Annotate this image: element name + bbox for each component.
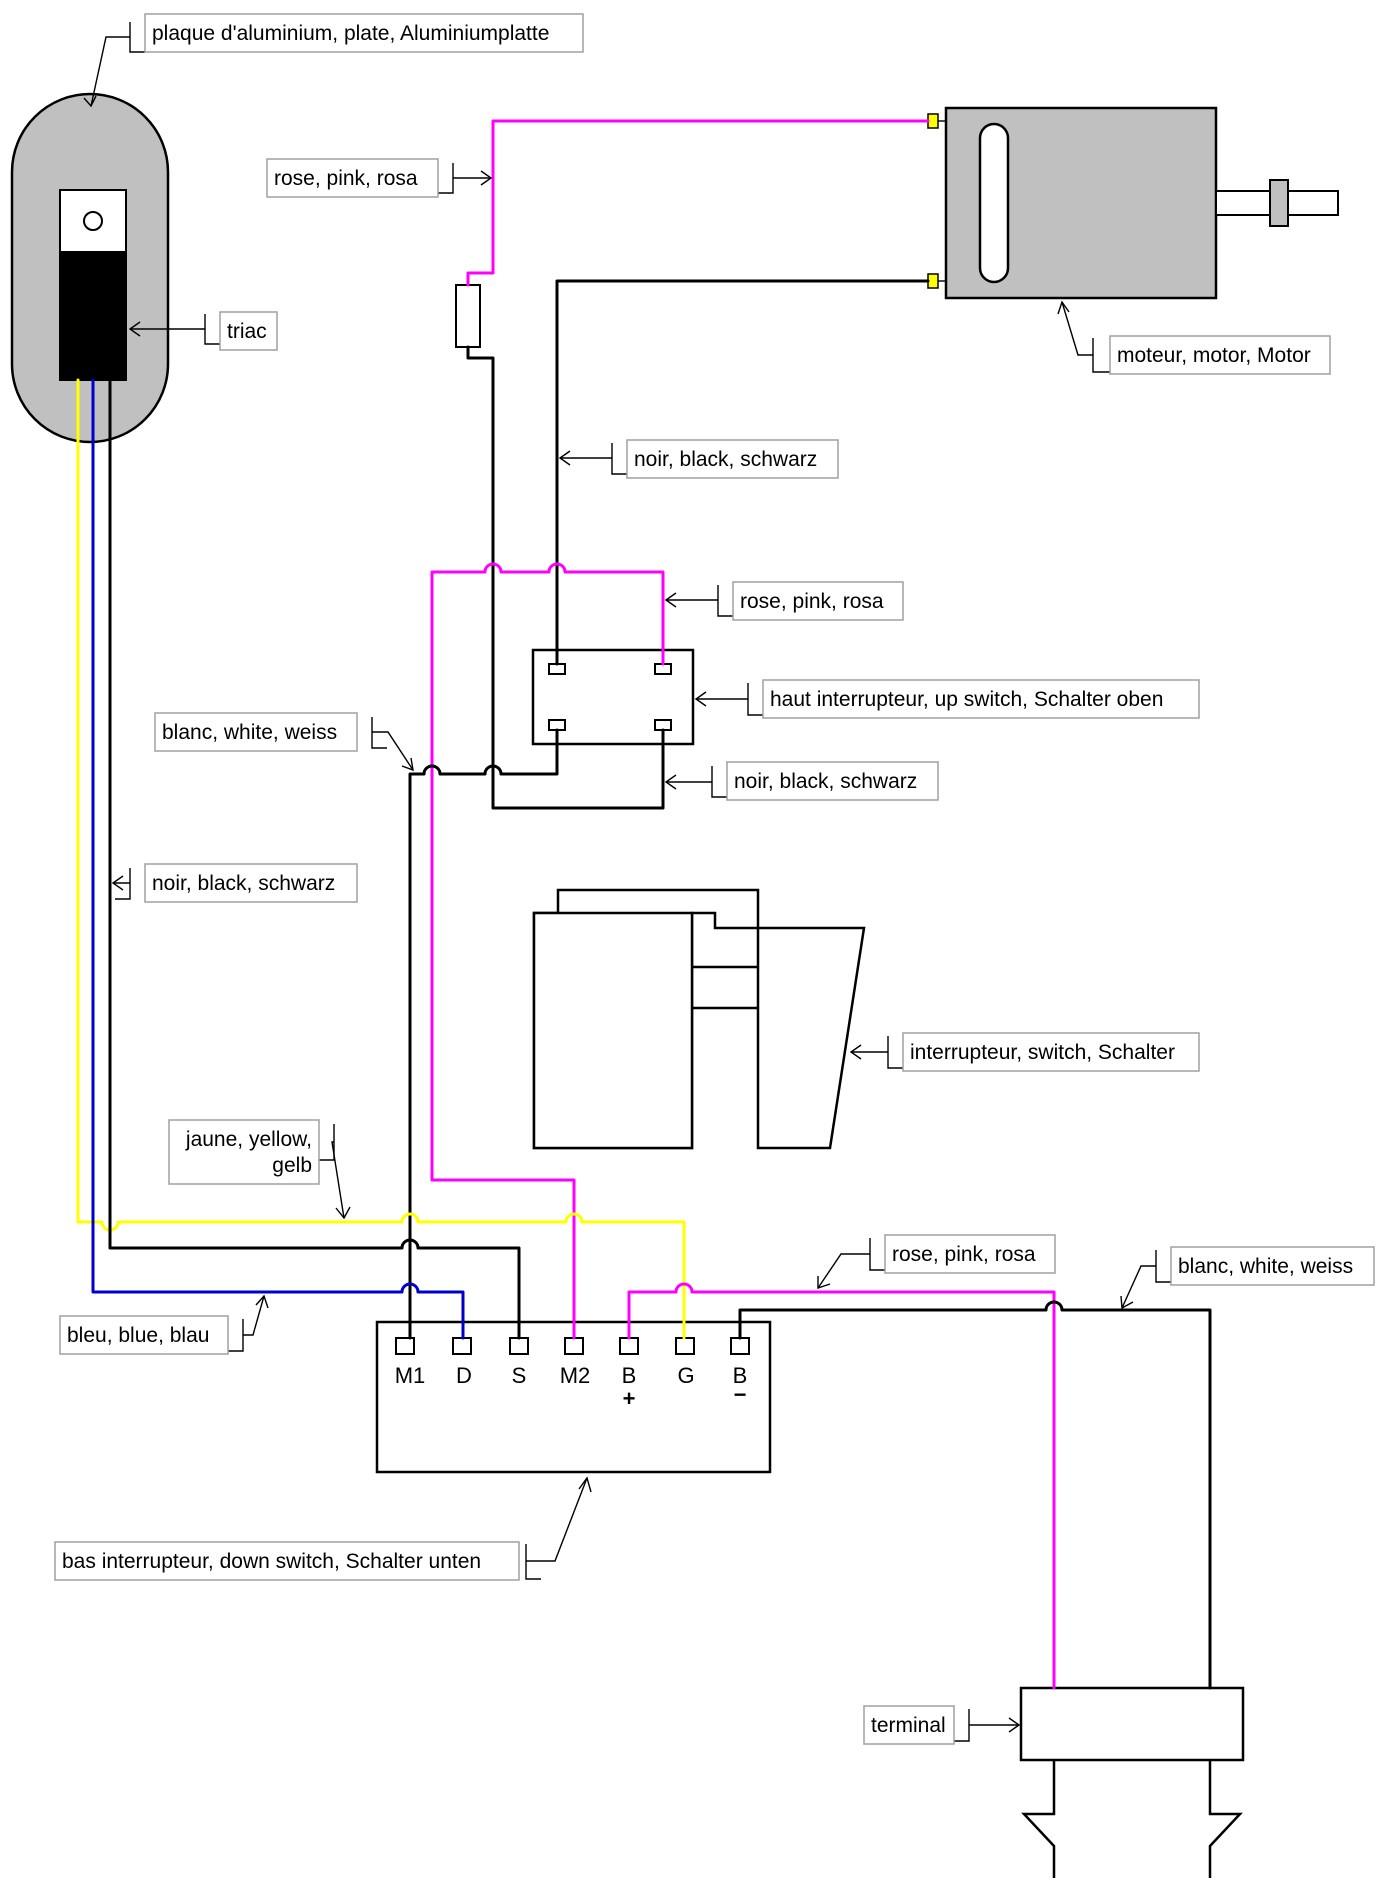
wire-pink-up-switch-m2	[430, 562, 665, 1340]
svg-text:rose, pink, rosa: rose, pink, rosa	[892, 1243, 1036, 1266]
terminal-m2: M2	[560, 1363, 591, 1388]
label-black-triac: noir, black, schwarz	[144, 863, 358, 903]
svg-text:bas interrupteur, down switch,: bas interrupteur, down switch, Schalter …	[62, 1550, 481, 1573]
terminal-s: S	[512, 1363, 527, 1388]
label-motor: moteur, motor, Motor	[1109, 335, 1331, 375]
wire-pink-motor-resistor	[466, 119, 930, 287]
label-blue: bleu, blue, blau	[59, 1315, 229, 1355]
svg-text:terminal: terminal	[871, 1714, 946, 1737]
label-triac: triac	[219, 311, 278, 351]
label-white-left: blanc, white, weiss	[154, 712, 358, 752]
svg-text:plaque d'aluminium, plate, Alu: plaque d'aluminium, plate, Aluminiumplat…	[152, 22, 549, 45]
wire-pink-bplus-terminal	[627, 1282, 1056, 1690]
svg-text:jaune, yellow,: jaune, yellow,	[185, 1128, 312, 1151]
label-down-switch: bas interrupteur, down switch, Schalter …	[54, 1541, 520, 1581]
label-pink-bottom: rose, pink, rosa	[884, 1234, 1056, 1274]
svg-text:haut interrupteur, up switch,: haut interrupteur, up switch, Schalter o…	[770, 688, 1163, 711]
svg-text:gelb: gelb	[272, 1154, 312, 1177]
resistor	[455, 284, 481, 348]
svg-text:noir, black, schwarz: noir, black, schwarz	[152, 872, 335, 895]
label-terminal: terminal	[863, 1705, 955, 1745]
wire-blue-triac-d	[91, 378, 465, 1340]
terminal-b-plus-sign: +	[623, 1386, 636, 1411]
leaders	[83, 22, 1171, 1742]
terminal-g: G	[677, 1363, 694, 1388]
svg-text:noir, black, schwarz: noir, black, schwarz	[634, 448, 817, 471]
svg-text:rose, pink, rosa: rose, pink, rosa	[274, 167, 418, 190]
terminal-b-minus-sign: −	[734, 1382, 747, 1407]
wire-white-bminus-terminal	[738, 1300, 1212, 1690]
svg-text:moteur, motor, Motor: moteur, motor, Motor	[1117, 344, 1311, 367]
terminal-b-plus: B	[622, 1363, 637, 1388]
svg-text:blanc, white, weiss: blanc, white, weiss	[162, 721, 337, 744]
wire-black-triac-s	[108, 378, 521, 1340]
wires	[76, 119, 1212, 1690]
label-switch: interrupteur, switch, Schalter	[902, 1032, 1200, 1072]
label-black-up: noir, black, schwarz	[726, 761, 939, 801]
triac-component	[59, 189, 127, 381]
terminal-block	[1019, 1686, 1245, 1878]
terminal-b-minus: B	[733, 1363, 748, 1388]
up-switch	[531, 648, 695, 746]
label-up-switch: haut interrupteur, up switch, Schalter o…	[762, 679, 1200, 719]
svg-text:interrupteur, switch, Schalter: interrupteur, switch, Schalter	[910, 1041, 1175, 1064]
svg-text:rose, pink, rosa: rose, pink, rosa	[740, 590, 884, 613]
motor	[927, 106, 1339, 300]
label-pink-top: rose, pink, rosa	[266, 158, 439, 198]
wire-yellow-triac-g	[76, 378, 686, 1340]
svg-text:blanc, white, weiss: blanc, white, weiss	[1178, 1255, 1353, 1278]
wire-black-resistor-switch	[466, 345, 665, 810]
label-pink-up: rose, pink, rosa	[732, 581, 904, 621]
wire-black-motor-switch	[555, 279, 930, 666]
mechanical-switch	[532, 888, 866, 1150]
label-white-right: blanc, white, weiss	[1170, 1246, 1375, 1286]
down-switch: M1 D S M2 B + G B −	[375, 1320, 772, 1474]
label-yellow: jaune, yellow, gelb	[168, 1119, 320, 1185]
svg-text:bleu, blue, blau: bleu, blue, blau	[67, 1324, 209, 1347]
label-plate: plaque d'aluminium, plate, Aluminiumplat…	[144, 13, 584, 53]
svg-text:triac: triac	[227, 320, 267, 343]
label-black-motor: noir, black, schwarz	[626, 439, 839, 479]
motor-shaft-collar	[1269, 179, 1289, 227]
terminal-d: D	[456, 1363, 472, 1388]
svg-text:noir, black, schwarz: noir, black, schwarz	[734, 770, 917, 793]
terminal-m1: M1	[395, 1363, 426, 1388]
triac-mounting-hole	[83, 211, 103, 231]
wire-white-up-switch-m1	[408, 728, 559, 1340]
